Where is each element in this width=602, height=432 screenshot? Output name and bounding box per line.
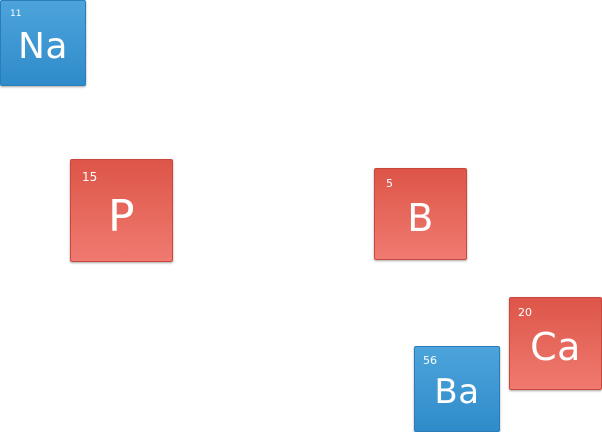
atomic-number: 15 [82, 170, 98, 184]
element-symbol: P [107, 191, 136, 242]
element-tile-b[interactable]: 5 B [374, 168, 467, 260]
element-symbol: Na [18, 26, 68, 67]
element-tile-na[interactable]: 11 Na [0, 0, 86, 86]
atomic-number: 5 [386, 177, 393, 190]
element-tile-p[interactable]: 15 P [70, 159, 173, 262]
atomic-number: 20 [518, 306, 532, 319]
element-tile-ba[interactable]: 56 Ba [414, 346, 500, 432]
element-symbol: Ca [530, 325, 581, 369]
atomic-number: 56 [423, 354, 437, 367]
atomic-number: 11 [10, 9, 22, 19]
element-tile-ca[interactable]: 20 Ca [509, 297, 602, 390]
element-symbol: B [407, 196, 434, 240]
element-symbol: Ba [434, 372, 480, 412]
